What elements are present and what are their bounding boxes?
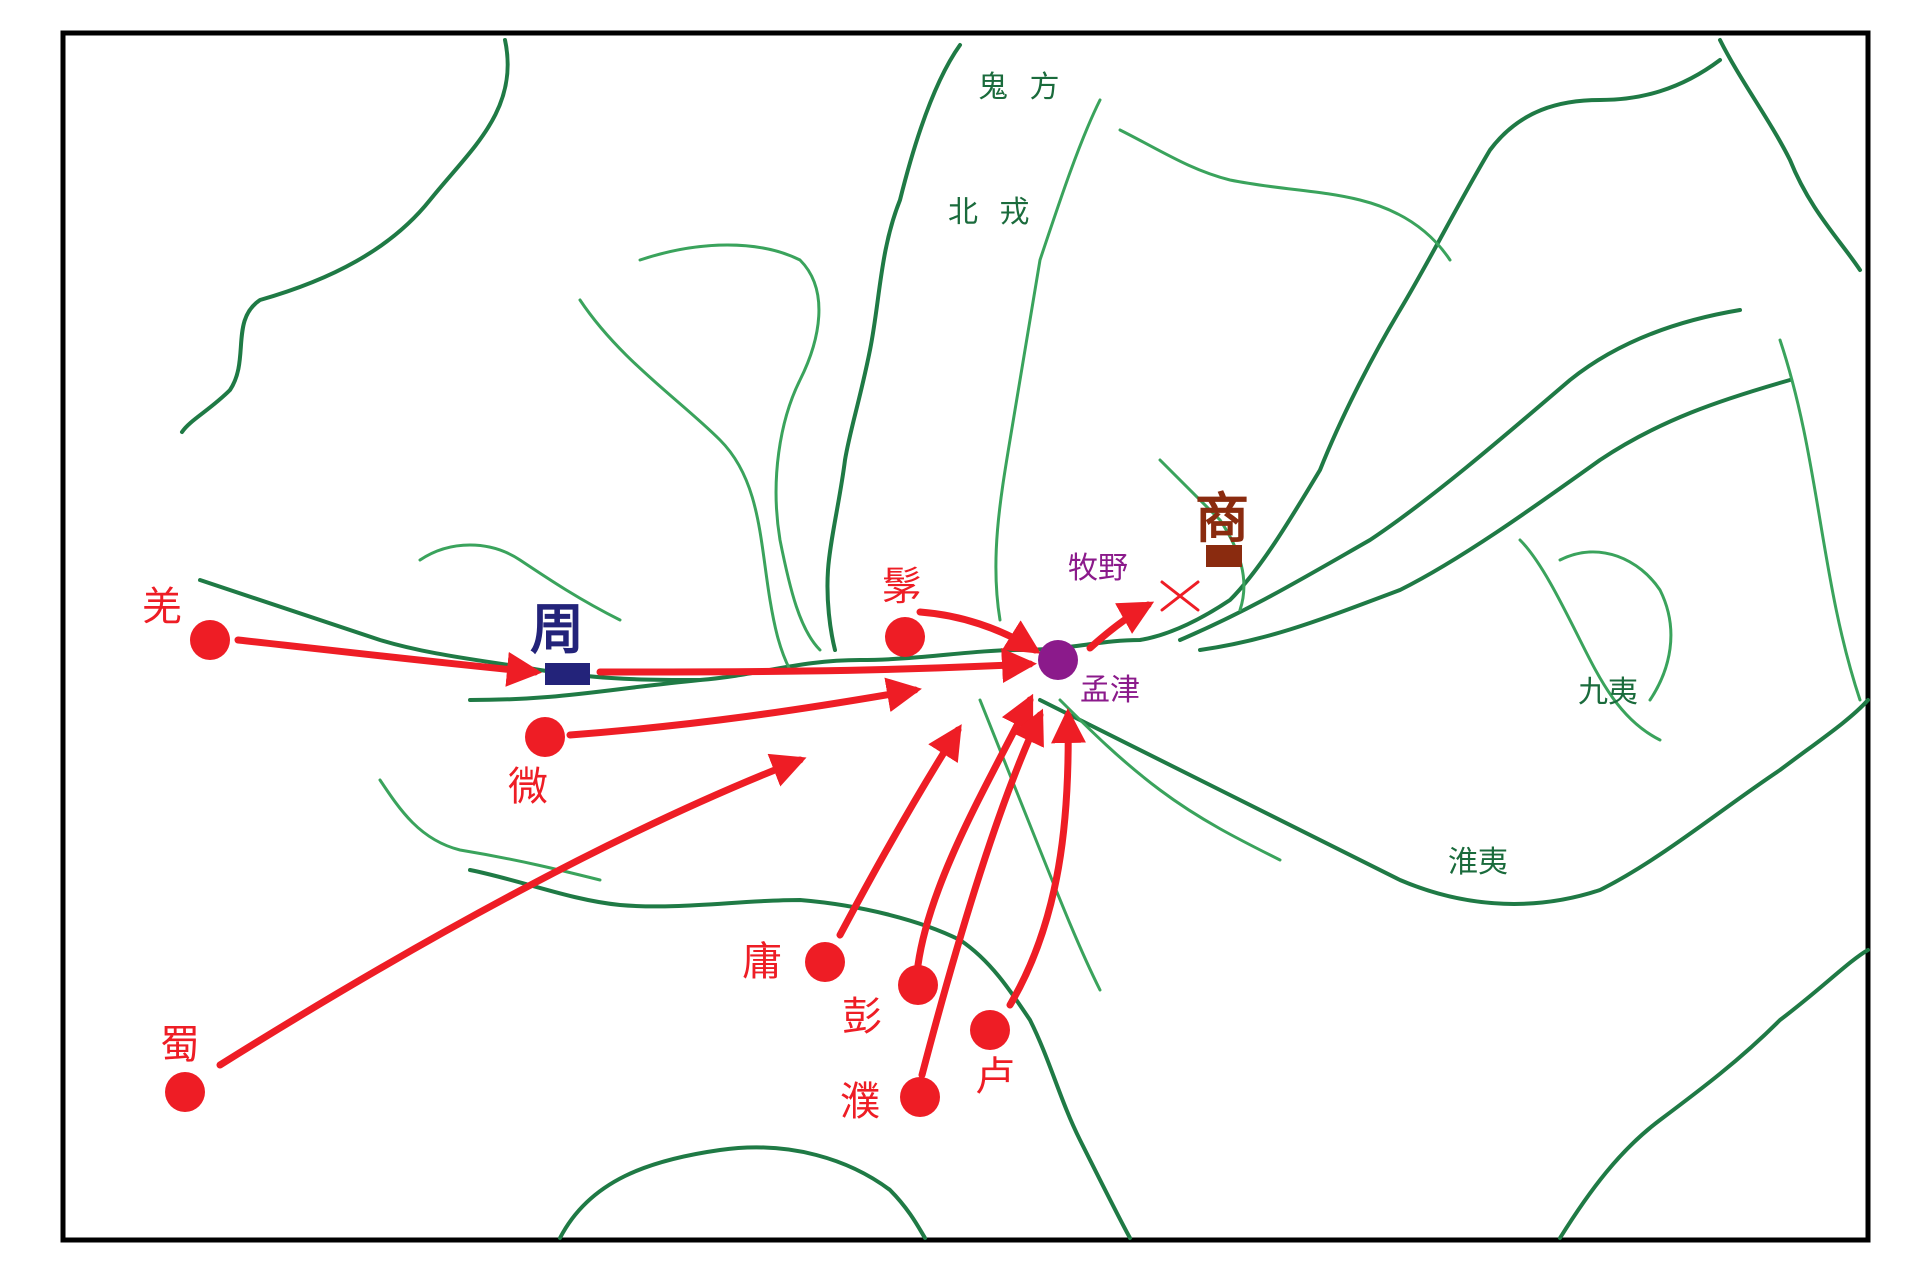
- region-label-guifang: 鬼 方: [978, 70, 1066, 105]
- state-label-zhou: 周: [530, 598, 584, 661]
- region-label-huaiyi: 淮夷: [1448, 845, 1508, 880]
- tribe-label-peng: 彭: [842, 994, 882, 1040]
- arrow-pu-to-mengjin: [918, 708, 1044, 1079]
- tribe-label-mao: 髳: [882, 564, 922, 610]
- tribe-label-shu: 蜀: [160, 1022, 200, 1068]
- rivers: [180, 38, 1870, 1240]
- tributary-far-east: [1778, 338, 1862, 702]
- river-northwest: [180, 38, 510, 434]
- tribe-dot-qiang: [190, 620, 230, 660]
- arrow-zhou-to-mengjin: [596, 648, 1037, 683]
- tribe-dot-peng: [898, 965, 938, 1005]
- arrow-wei-to-mengjin: [566, 677, 922, 739]
- tribe-labels: 羌 微 蜀 髳 庸 彭 濮 卢: [142, 564, 1015, 1125]
- campaign-arrows: [216, 601, 1155, 1079]
- river-right-2: [1198, 378, 1792, 652]
- tributary-wei-upper: [418, 543, 622, 622]
- river-yangtze: [558, 1145, 927, 1240]
- shang-capital-marker: [1206, 545, 1242, 567]
- region-labels: 鬼 方 北 戎 九夷 淮夷: [948, 70, 1638, 880]
- place-label-muye: 牧野: [1068, 551, 1128, 586]
- tributary-fen-east: [1158, 458, 1246, 612]
- river-wei: [198, 578, 702, 682]
- tributary-luo-south: [1058, 698, 1282, 862]
- arrow-yong-to-mengjin: [836, 724, 962, 939]
- arrow-qiang-to-zhou: [234, 636, 542, 687]
- tribe-label-qiang: 羌: [142, 584, 182, 630]
- river-huai: [1038, 698, 1870, 906]
- tribe-dot-shu: [165, 1072, 205, 1112]
- region-label-beirong: 北 戎: [948, 195, 1036, 230]
- tribe-label-pu: 濮: [840, 1079, 880, 1125]
- tributary-south-central: [978, 698, 1102, 992]
- tributary-east-inner: [1518, 538, 1662, 742]
- river-han: [468, 868, 1132, 1240]
- tributary-luo-north: [638, 243, 822, 652]
- tribe-dot-mao: [885, 617, 925, 657]
- tribe-dots: [165, 617, 1010, 1117]
- river-bottom-right: [1558, 948, 1870, 1240]
- tribe-label-lu: 卢: [975, 1054, 1015, 1100]
- arrow-lu-to-mengjin: [1006, 708, 1087, 1009]
- tributary-north-shanxi: [1118, 128, 1452, 262]
- arrow-mengjin-to-muye: [1086, 601, 1155, 652]
- river-right-1: [1178, 308, 1742, 642]
- state-label-shang: 商: [1195, 486, 1249, 550]
- tributary-east-loop: [1558, 550, 1673, 702]
- tribe-label-wei: 微: [508, 764, 548, 810]
- river-east-coast: [1718, 38, 1862, 272]
- tribe-label-yong: 庸: [742, 939, 782, 985]
- place-label-mengjin: 孟津: [1080, 673, 1140, 708]
- tribe-dot-wei: [525, 717, 565, 757]
- tribe-dot-yong: [805, 942, 845, 982]
- tribe-dot-pu: [900, 1077, 940, 1117]
- tribe-dot-lu: [970, 1010, 1010, 1050]
- crossed-swords-icon: [1160, 580, 1200, 612]
- tributary-fen: [994, 98, 1102, 622]
- mengjin-marker: [1038, 640, 1078, 680]
- region-label-jiuyi: 九夷: [1578, 675, 1638, 710]
- tributary-jing: [578, 298, 792, 672]
- arrow-shu-to-mengjin: [216, 753, 807, 1069]
- arrow-mao-to-mengjin: [916, 608, 1041, 654]
- river-yellow-north: [825, 43, 962, 652]
- zhou-capital-marker: [545, 663, 590, 685]
